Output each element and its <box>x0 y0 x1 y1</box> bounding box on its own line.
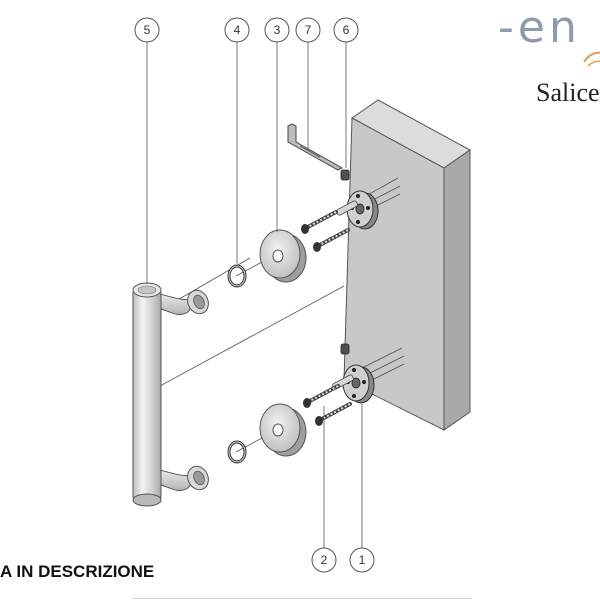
svg-text:6: 6 <box>343 23 350 37</box>
svg-text:2: 2 <box>321 553 328 567</box>
brand-swirl-icon <box>583 51 600 67</box>
svg-text:3: 3 <box>274 23 281 37</box>
mounting-plate-icon <box>336 190 379 230</box>
callout-7: 7 <box>295 17 321 43</box>
callout-4: 4 <box>224 17 250 43</box>
leader-lines <box>146 42 363 548</box>
svg-text:7: 7 <box>305 23 312 37</box>
screw-icon <box>303 384 340 408</box>
callout-1: 1 <box>349 547 375 573</box>
callout-3: 3 <box>264 17 290 43</box>
brand-name: Salice <box>536 78 600 107</box>
pull-handle-icon <box>132 282 209 507</box>
screw-icon <box>301 210 338 234</box>
svg-text:5: 5 <box>144 23 151 37</box>
svg-text:1: 1 <box>359 553 366 567</box>
footer-divider <box>132 598 472 599</box>
rosette-icon <box>259 403 307 457</box>
hex-key-icon <box>287 123 344 171</box>
grub-screw-icon <box>340 169 350 181</box>
footer-title: A IN DESCRIZIONE <box>0 562 155 581</box>
callout-2: 2 <box>311 547 337 573</box>
screw-icon <box>315 402 352 426</box>
screw-icon <box>313 228 350 252</box>
callout-5: 5 <box>134 17 160 43</box>
svg-text:4: 4 <box>234 23 241 37</box>
gasket-ring-icon <box>227 264 247 288</box>
brand-logo: -en <box>498 2 581 53</box>
gasket-ring-icon <box>227 440 247 464</box>
mounting-plate-icon <box>332 364 375 404</box>
grub-screw-icon <box>340 343 350 355</box>
callout-6: 6 <box>333 17 359 43</box>
rosette-icon <box>259 229 307 283</box>
